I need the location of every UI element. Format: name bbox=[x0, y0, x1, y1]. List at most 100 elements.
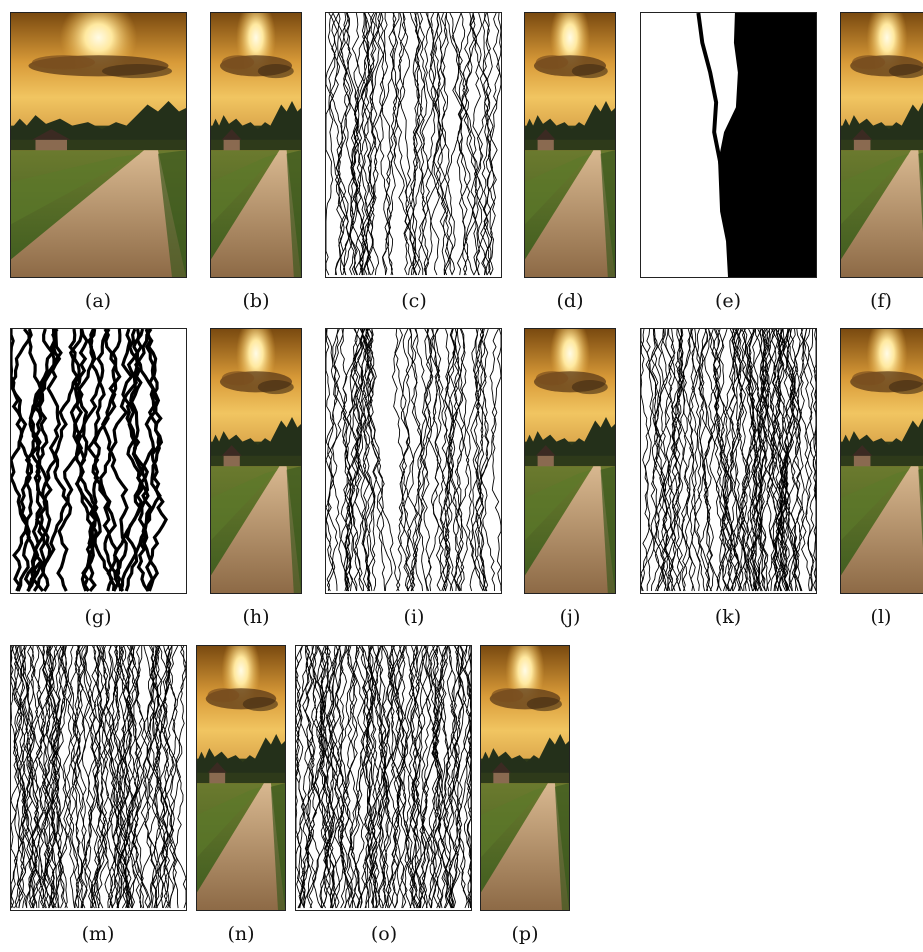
seam-path bbox=[32, 646, 55, 909]
seam-path bbox=[386, 646, 404, 909]
seam-path bbox=[419, 646, 443, 909]
seam-path bbox=[764, 329, 782, 592]
seam-path bbox=[436, 329, 456, 592]
seam-path bbox=[41, 646, 56, 909]
seam-path bbox=[716, 329, 738, 592]
road-sunset-photo bbox=[481, 646, 569, 910]
seam-map bbox=[326, 329, 501, 592]
seam-path bbox=[325, 646, 337, 909]
panel-b-photo bbox=[210, 12, 302, 278]
seam-path bbox=[734, 329, 751, 592]
seam-path bbox=[679, 329, 701, 592]
seam-path bbox=[396, 329, 411, 592]
seam-path bbox=[55, 646, 68, 909]
seam-path bbox=[391, 329, 411, 592]
seam-path bbox=[130, 646, 151, 909]
seam-path bbox=[320, 646, 339, 909]
seam-path bbox=[23, 329, 62, 592]
seam-path bbox=[429, 646, 442, 909]
seam-path bbox=[678, 329, 691, 592]
seam-path bbox=[354, 13, 384, 276]
panel-n-photo bbox=[196, 645, 286, 911]
road-sunset-photo bbox=[11, 13, 186, 277]
seam-path bbox=[405, 329, 426, 592]
seam-path bbox=[741, 329, 758, 592]
seam-path bbox=[431, 329, 446, 592]
seam-path bbox=[442, 329, 461, 592]
seam-path bbox=[449, 329, 464, 592]
panel-o-seams bbox=[295, 645, 472, 911]
caption-n: (n) bbox=[227, 923, 255, 945]
seam-path bbox=[769, 329, 788, 592]
seam-path bbox=[641, 329, 654, 592]
seam-path bbox=[344, 329, 368, 592]
seam-path bbox=[398, 13, 416, 276]
seam-path bbox=[415, 646, 449, 909]
seam-path bbox=[100, 329, 129, 592]
panel-f-photo bbox=[840, 12, 923, 278]
seam-path bbox=[81, 329, 111, 592]
seam-path bbox=[120, 646, 144, 909]
panel-l-photo bbox=[840, 328, 923, 594]
seam-map bbox=[296, 646, 471, 909]
seam-path bbox=[151, 646, 173, 909]
seam-path bbox=[394, 329, 417, 592]
seam-path bbox=[365, 13, 380, 276]
seam-path bbox=[451, 13, 474, 276]
seam-path bbox=[391, 646, 409, 909]
seam-path bbox=[481, 13, 501, 276]
seam-path bbox=[431, 646, 453, 909]
seam-path bbox=[329, 13, 346, 276]
seam-path bbox=[462, 13, 491, 276]
caption-a: (a) bbox=[84, 290, 112, 312]
seam-path bbox=[11, 646, 34, 909]
seam-path bbox=[119, 646, 132, 909]
seam-path bbox=[48, 646, 68, 909]
seam-path bbox=[755, 329, 771, 592]
seam-path bbox=[321, 646, 342, 909]
seam-path bbox=[44, 646, 58, 909]
seam-path bbox=[775, 329, 807, 592]
seam-path bbox=[438, 646, 468, 909]
seam-path bbox=[109, 646, 124, 909]
seam-path bbox=[376, 646, 393, 909]
seam-path bbox=[72, 329, 99, 592]
seam-path bbox=[417, 13, 441, 276]
seam-path bbox=[350, 329, 364, 592]
seam-path bbox=[408, 13, 423, 276]
seam-path bbox=[322, 646, 350, 909]
seam-path bbox=[86, 646, 117, 909]
seam-path bbox=[36, 646, 59, 909]
road-sunset-photo bbox=[197, 646, 285, 910]
seam-path bbox=[396, 646, 420, 909]
seam-path bbox=[78, 646, 100, 909]
seam-path bbox=[26, 329, 57, 592]
seam-path bbox=[741, 329, 763, 592]
seam-path bbox=[326, 329, 336, 592]
seam-paths bbox=[641, 329, 816, 592]
seam-path bbox=[98, 646, 123, 909]
seam-path bbox=[428, 646, 441, 909]
seam-path bbox=[125, 329, 155, 592]
seam-path bbox=[99, 329, 143, 592]
seam-paths bbox=[326, 13, 501, 276]
seam-path bbox=[752, 329, 768, 592]
caption-j: (j) bbox=[559, 606, 581, 628]
seam-path bbox=[411, 13, 426, 276]
seam-path bbox=[359, 646, 373, 909]
seam-path bbox=[151, 646, 161, 909]
seam-path bbox=[338, 13, 364, 276]
seam-path bbox=[724, 329, 744, 592]
seam-path bbox=[335, 13, 351, 276]
seam-path bbox=[696, 329, 720, 592]
seam-path bbox=[411, 646, 432, 909]
caption-m: (m) bbox=[81, 923, 115, 945]
seam-path bbox=[713, 329, 742, 592]
seam-path bbox=[471, 329, 495, 592]
panel-c-seams bbox=[325, 12, 502, 278]
seam-path bbox=[481, 13, 493, 276]
seam-path bbox=[146, 646, 168, 909]
seam-path bbox=[164, 646, 181, 909]
seam-path bbox=[439, 329, 457, 592]
seam-path bbox=[337, 13, 355, 276]
